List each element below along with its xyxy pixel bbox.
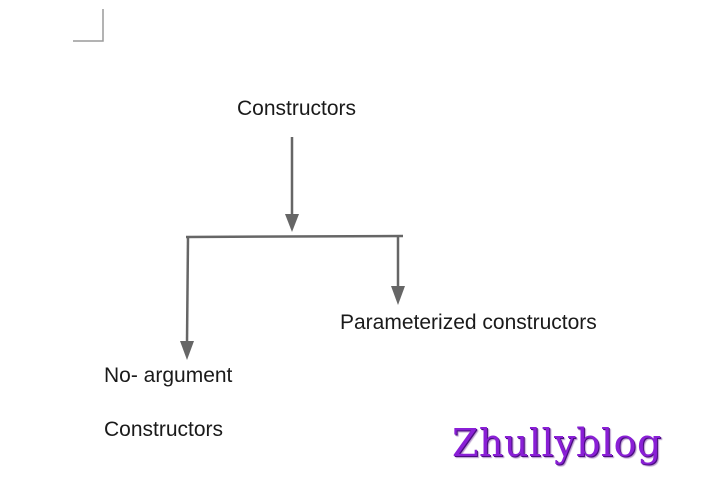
parameterized-node-label: Parameterized constructors [340, 311, 597, 334]
noarg-connector-line [185, 236, 190, 344]
watermark-logo-text: Zhullyblog [452, 421, 662, 465]
no-argument-node-label-line-1: No- argument [104, 364, 233, 387]
branch-bar [185, 234, 404, 239]
param-connector-arrowhead [391, 286, 405, 305]
root-node-label: Constructors [237, 97, 357, 120]
noarg-connector-arrowhead [180, 341, 194, 360]
page-corner-mark [73, 9, 104, 42]
root-connector-arrowhead [285, 214, 299, 232]
no-argument-node-label-line-2: Constructors [104, 418, 224, 441]
